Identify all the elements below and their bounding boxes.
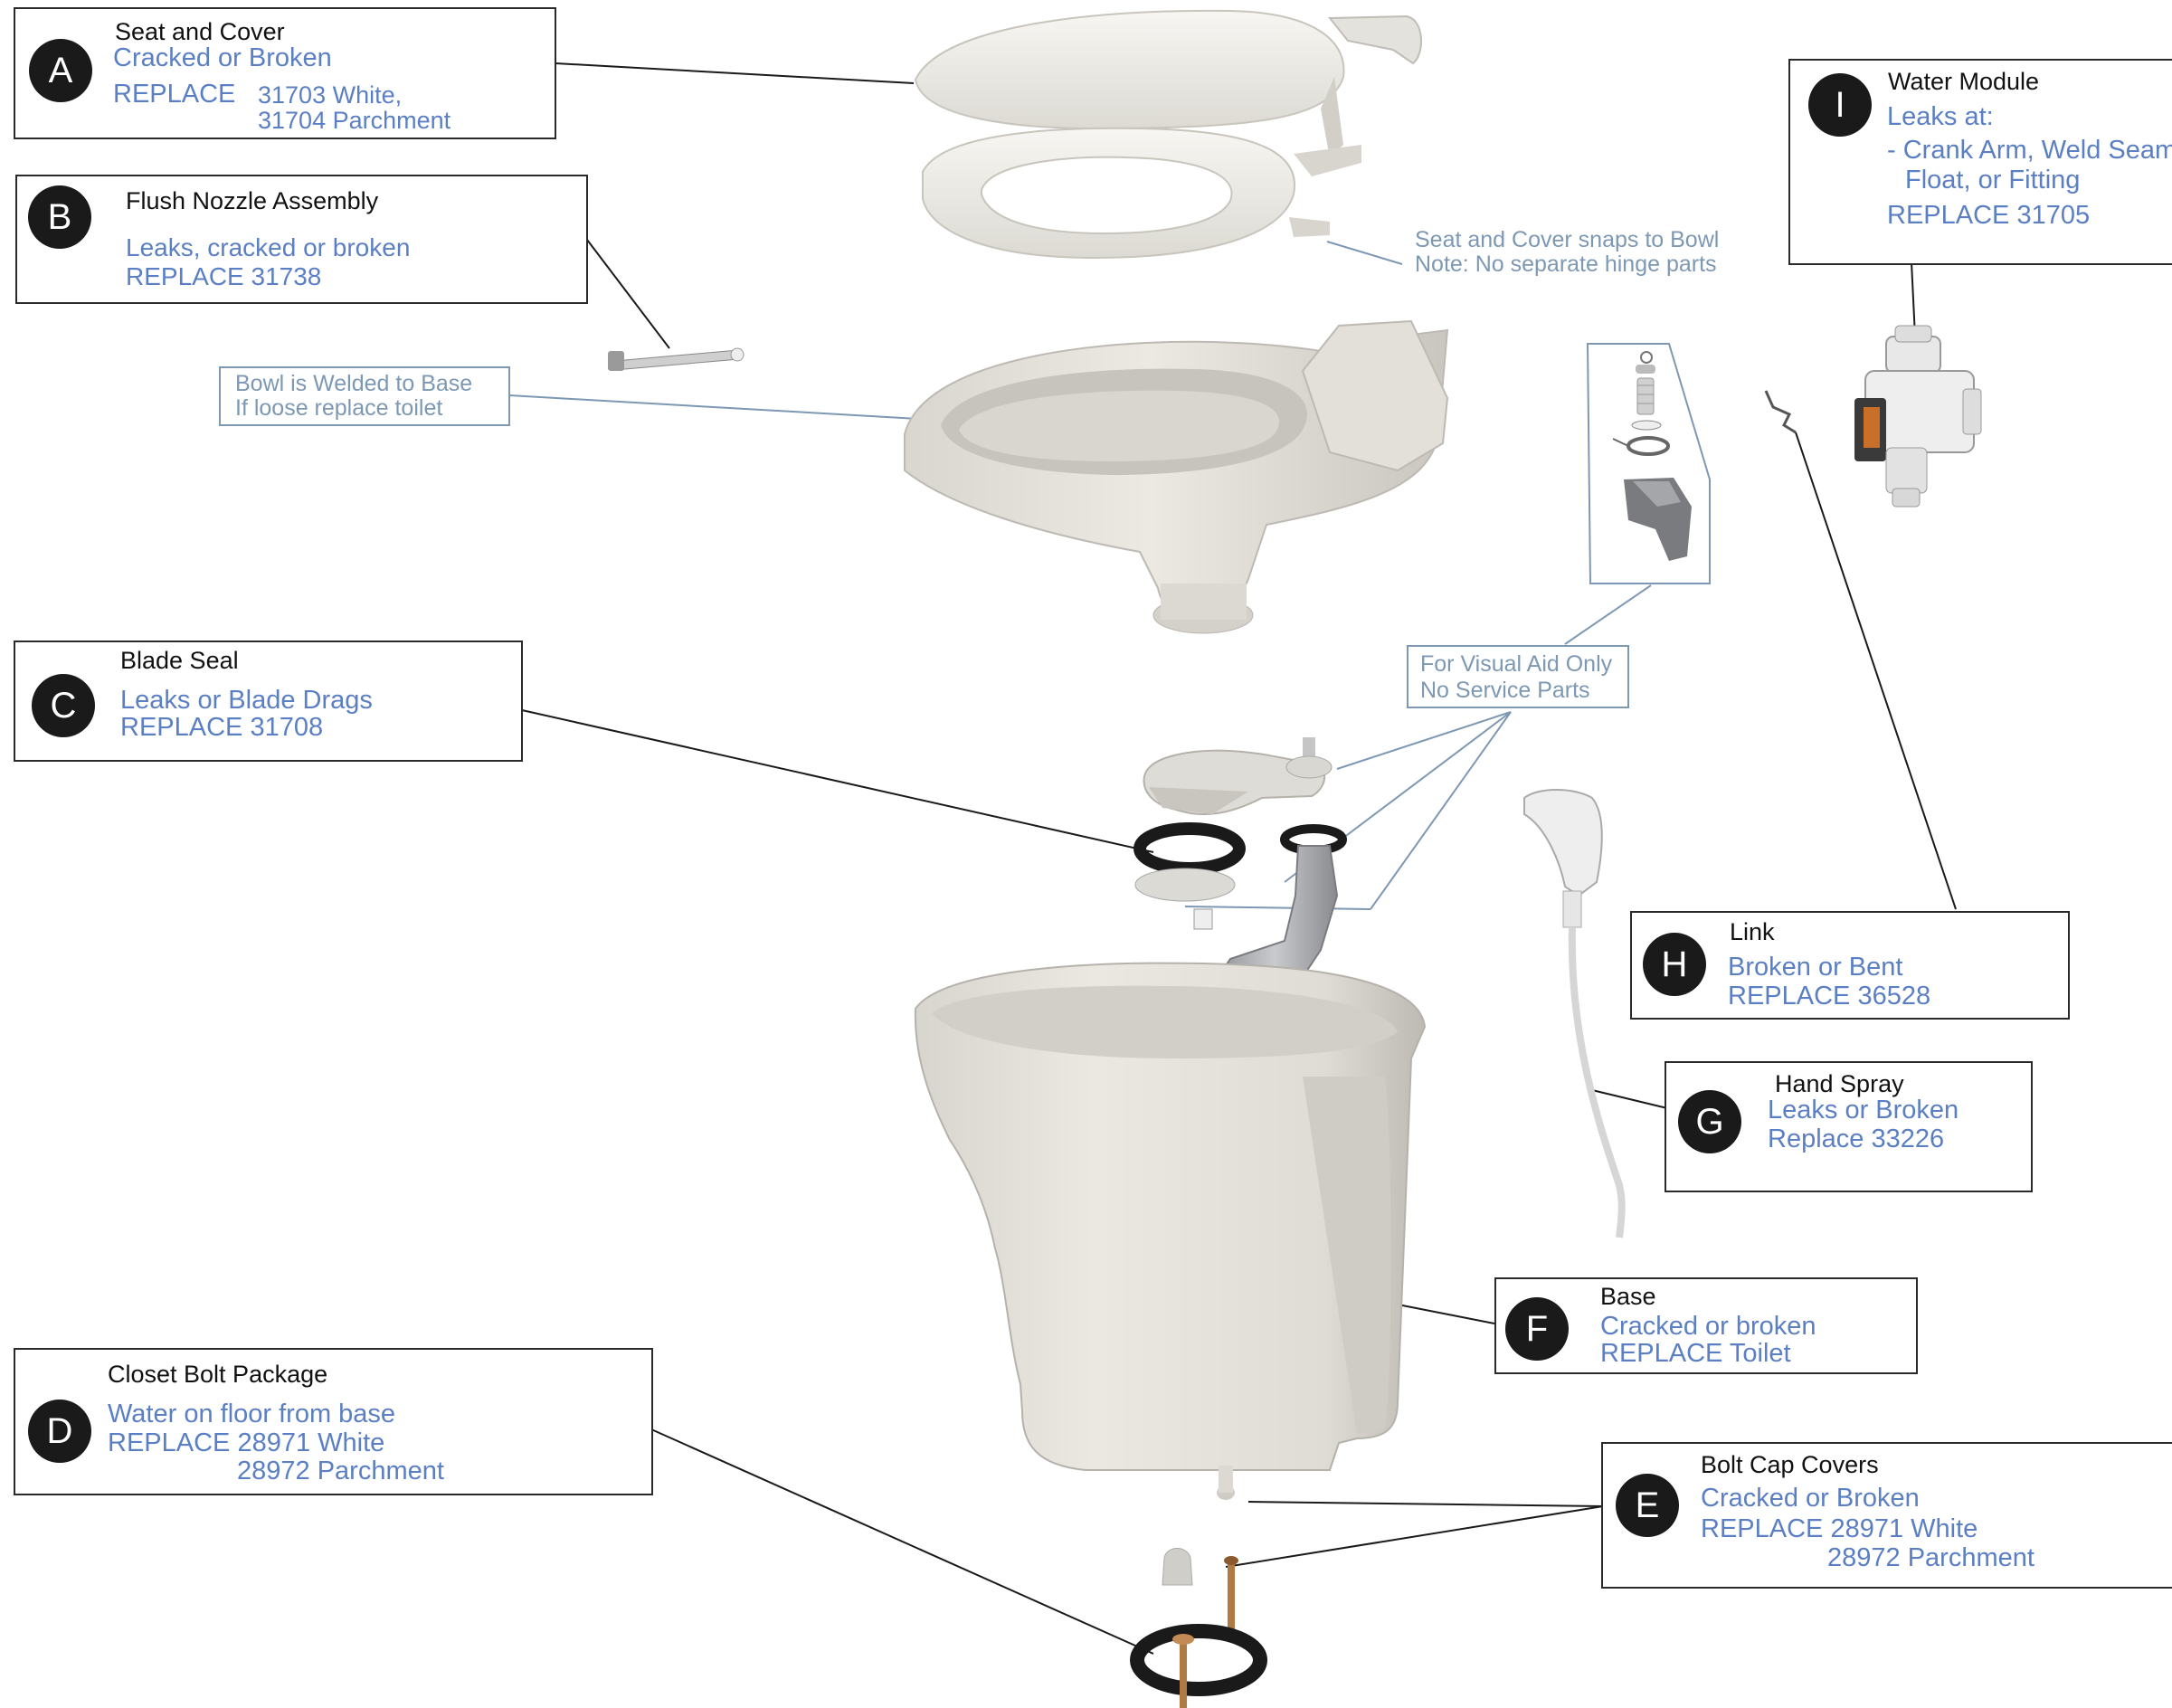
- callout-issue: Cracked or Broken: [1701, 1484, 1920, 1513]
- callout-issue: Leaks or Broken: [1768, 1096, 1959, 1124]
- detail-box: [1586, 343, 1711, 584]
- callout-detail-2: Float, or Fitting: [1905, 166, 2081, 195]
- callout-issue: Leaks at:: [1887, 102, 1994, 131]
- callout-detail-1: - Crank Arm, Weld Seam,: [1887, 136, 2172, 165]
- callout-title: Link: [1730, 918, 1775, 945]
- callout-part-number-1: 31703 White,: [258, 81, 403, 109]
- callout-closet-bolt-package: D Closet Bolt Package Water on floor fro…: [14, 1348, 653, 1495]
- water-module-part: [1854, 325, 1982, 508]
- badge-f: F: [1505, 1297, 1569, 1361]
- callout-title: Flush Nozzle Assembly: [126, 187, 379, 214]
- callout-title: Bolt Cap Covers: [1701, 1451, 1879, 1478]
- callout-replace: REPLACE 31705: [1887, 201, 2091, 230]
- callout-replace: REPLACE 28971 White: [108, 1428, 385, 1457]
- callout-flush-nozzle: B Flush Nozzle Assembly Leaks, cracked o…: [15, 175, 588, 304]
- callout-replace-alt: 28972 Parchment: [237, 1457, 444, 1485]
- callout-base: F Base Cracked or broken REPLACE Toilet: [1494, 1277, 1918, 1374]
- callout-blade-seal: C Blade Seal Leaks or Blade Drags REPLAC…: [14, 640, 523, 762]
- note-line-1: Bowl is Welded to Base: [235, 371, 473, 396]
- note-line-2: No Service Parts: [1420, 678, 1590, 703]
- base-part: [914, 962, 1427, 1500]
- callout-bolt-cap-covers: E Bolt Cap Covers Cracked or Broken REPL…: [1601, 1442, 2172, 1589]
- callout-link: H Link Broken or Bent REPLACE 36528: [1630, 911, 2070, 1020]
- note-leader-lines: [508, 241, 1652, 910]
- callout-issue: Leaks or Blade Drags: [120, 686, 373, 715]
- callout-title: Seat and Cover: [115, 18, 285, 45]
- callout-issue: Leaks, cracked or broken: [126, 233, 411, 261]
- callout-replace: REPLACE 31708: [120, 713, 324, 742]
- callout-title: Hand Spray: [1775, 1070, 1904, 1097]
- callout-hand-spray: G Hand Spray Leaks or Broken Replace 332…: [1665, 1061, 2033, 1192]
- link-part: [1764, 390, 1797, 434]
- callout-replace: REPLACE Toilet: [1600, 1339, 1791, 1368]
- callout-replace: Replace 33226: [1768, 1124, 1945, 1153]
- callout-replace: REPLACE 36528: [1728, 982, 1931, 1011]
- note-seat-snaps: Seat and Cover snaps to Bowl: [1415, 227, 1720, 252]
- badge-a: A: [29, 39, 92, 102]
- callout-replace-alt: 28972 Parchment: [1827, 1543, 2034, 1572]
- note-visual-aid: For Visual Aid Only No Service Parts: [1407, 645, 1629, 708]
- callout-title: Water Module: [1888, 68, 2040, 95]
- callout-title: Base: [1600, 1283, 1656, 1310]
- seat-and-cover-part: [914, 9, 1423, 260]
- note-line-2: If loose replace toilet: [235, 395, 443, 421]
- bowl-part: [904, 319, 1449, 634]
- callout-water-module: I Water Module Leaks at: - Crank Arm, We…: [1788, 59, 2172, 265]
- badge-e: E: [1616, 1474, 1679, 1537]
- callout-issue: Broken or Bent: [1728, 953, 1903, 982]
- callout-replace-word: REPLACE: [113, 80, 236, 109]
- note-line-1: For Visual Aid Only: [1420, 651, 1613, 677]
- badge-i: I: [1808, 73, 1872, 137]
- callout-part-number-2: 31704 Parchment: [258, 107, 451, 134]
- note-no-hinge: Note: No separate hinge parts: [1415, 251, 1717, 277]
- callout-seat-and-cover: A Seat and Cover Cracked or Broken REPLA…: [14, 7, 556, 139]
- callout-issue: Water on floor from base: [108, 1400, 396, 1428]
- leader-lines: [521, 62, 1957, 1655]
- badge-c: C: [32, 674, 95, 737]
- callout-replace: REPLACE 28971 White: [1701, 1514, 1978, 1543]
- flush-nozzle-part: [608, 347, 745, 371]
- callout-issue: Cracked or Broken: [113, 43, 332, 72]
- badge-h: H: [1643, 933, 1706, 996]
- callout-title: Closet Bolt Package: [108, 1361, 328, 1388]
- badge-g: G: [1678, 1090, 1741, 1153]
- bolt-parts: [1130, 1548, 1267, 1708]
- hand-spray-part: [1523, 789, 1626, 1238]
- badge-d: D: [28, 1400, 91, 1463]
- callout-replace: REPLACE 31738: [126, 262, 322, 290]
- callout-issue: Cracked or broken: [1600, 1312, 1816, 1341]
- badge-b: B: [28, 185, 91, 249]
- callout-title: Blade Seal: [120, 647, 239, 674]
- note-bowl-welded: Bowl is Welded to Base If loose replace …: [219, 366, 510, 426]
